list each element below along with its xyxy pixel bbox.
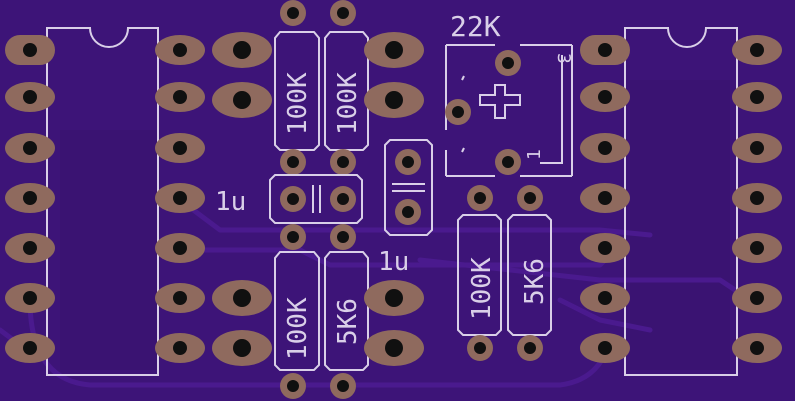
ic-pad xyxy=(732,333,782,363)
resistor-r3: 100K xyxy=(274,251,320,399)
r2-value: 100K xyxy=(333,72,363,135)
large-pads-top-right xyxy=(364,32,424,118)
ic-pad xyxy=(580,133,630,163)
resistor-r4: 5K6 xyxy=(324,251,369,399)
ic-pad xyxy=(155,333,205,363)
ic-pad xyxy=(732,133,782,163)
capacitor-c2: 1u xyxy=(378,139,433,277)
ic-pad xyxy=(732,233,782,263)
ic-left-pins-left xyxy=(5,35,55,363)
r5-value: 100K xyxy=(467,257,497,320)
ic-pad xyxy=(155,183,205,213)
ic-right-silkscreen xyxy=(624,27,738,376)
ic-right-pins-left xyxy=(580,35,630,363)
ic-pad xyxy=(580,283,630,313)
trace xyxy=(417,257,753,303)
r1-value: 100K xyxy=(283,72,313,135)
c2-value: 1u xyxy=(378,247,409,277)
resistor-r5: 100K xyxy=(457,185,502,361)
ground-pour-region-right xyxy=(630,80,730,370)
ic-pad xyxy=(155,233,205,263)
via-pads xyxy=(280,224,356,250)
ic-left-silkscreen xyxy=(46,27,159,376)
ic-left-pins-right xyxy=(155,35,205,363)
ic-pad xyxy=(5,82,55,112)
pot-value: 22K xyxy=(450,10,501,43)
trace xyxy=(557,297,653,333)
ic-left-outline xyxy=(46,27,159,376)
trimmer-potentiometer: 22K 3 1 xyxy=(438,10,574,178)
ic-pad xyxy=(5,333,55,363)
ic-pad xyxy=(732,283,782,313)
ground-pour-region xyxy=(60,130,160,370)
resistor-r2: 100K xyxy=(324,0,369,175)
capacitor-c1: 1u xyxy=(215,174,363,224)
c1-value: 1u xyxy=(215,187,246,217)
resistor-r1: 100K xyxy=(274,0,320,175)
pot-pin1: 1 xyxy=(524,149,545,160)
ic-pad xyxy=(732,35,782,65)
ic-pad xyxy=(732,82,782,112)
ic-pad xyxy=(580,183,630,213)
resistor-r6: 5K6 xyxy=(507,185,552,361)
ic-pad xyxy=(155,133,205,163)
ic-pad xyxy=(155,82,205,112)
ic-pad xyxy=(580,35,630,65)
large-pads-bottom-left xyxy=(212,280,272,366)
ic-pad xyxy=(5,283,55,313)
ic-right-outline xyxy=(624,27,738,376)
ic-pad xyxy=(580,82,630,112)
r6-value: 5K6 xyxy=(520,258,550,305)
ic-right-pins-right xyxy=(732,35,782,363)
r3-value: 100K xyxy=(283,297,313,360)
ic-pad xyxy=(732,183,782,213)
ic-pad xyxy=(155,35,205,65)
large-pads-top-left xyxy=(212,32,272,118)
large-pads-bottom-right xyxy=(364,280,424,366)
ic-pad xyxy=(5,233,55,263)
ic-pad xyxy=(5,35,55,65)
ic-pad xyxy=(155,283,205,313)
ic-pad xyxy=(580,233,630,263)
pot-pin3: 3 xyxy=(553,53,574,64)
ic-pad xyxy=(5,133,55,163)
ic-pad xyxy=(5,183,55,213)
ic-pad xyxy=(580,333,630,363)
r4-value: 5K6 xyxy=(333,298,363,345)
